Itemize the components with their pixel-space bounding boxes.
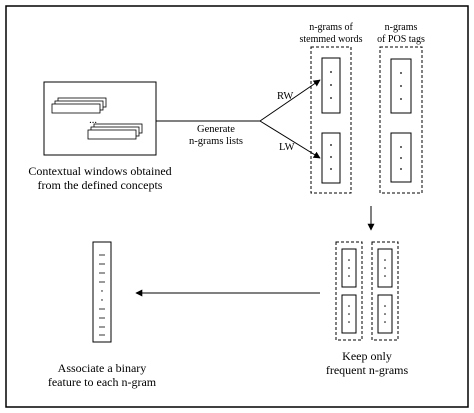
generate-label-line1: Generate xyxy=(197,124,235,135)
header-pos-line1: n-grams xyxy=(385,22,418,33)
stemmed-lw-list xyxy=(321,132,341,184)
keep-caption-line2: frequent n-grams xyxy=(326,363,409,377)
rw-label: RW xyxy=(277,91,293,102)
frequent-stemmed-group xyxy=(335,241,363,341)
outer-frame xyxy=(5,5,469,408)
keep-caption-line1: Keep only xyxy=(342,349,392,363)
context-caption-line1: Contextual windows obtained xyxy=(28,164,171,178)
header-stemmed-line1: n-grams of xyxy=(309,22,353,33)
binary-feature-vector xyxy=(92,241,112,343)
generate-label-line2: n-grams lists xyxy=(189,136,243,147)
lw-label: LW xyxy=(279,142,295,153)
lw-arrow xyxy=(259,120,321,159)
stemmed-ngrams-group xyxy=(310,46,352,194)
rw-arrow xyxy=(259,79,321,122)
header-pos-line2: of POS tags xyxy=(377,34,425,45)
stacked-windows-top xyxy=(51,97,107,114)
frequent-pos-group xyxy=(371,241,399,341)
stacked-windows-bottom xyxy=(87,123,143,140)
associate-caption-line2: feature to each n-gram xyxy=(48,375,157,389)
associate-caption-line1: Associate a binary xyxy=(58,361,147,375)
context-caption-line2: from the defined concepts xyxy=(38,178,163,192)
context-windows-box: ... xyxy=(43,81,157,156)
pos-ngrams-group xyxy=(379,46,423,194)
context-ellipsis: ... xyxy=(89,115,97,126)
header-stemmed-line2: stemmed words xyxy=(299,34,362,45)
